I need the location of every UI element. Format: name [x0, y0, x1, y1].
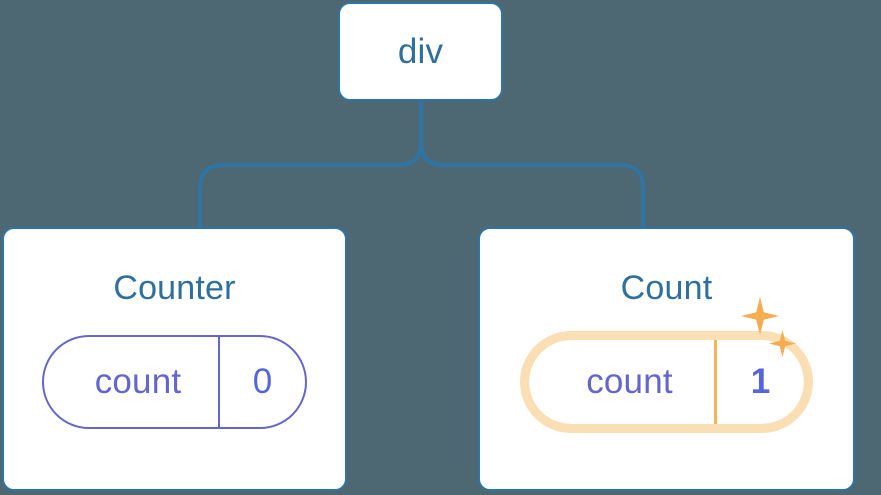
node-counter[interactable]: Counter count 0: [2, 227, 347, 491]
connector-left-branch: [198, 140, 423, 231]
connector-right-branch: [419, 99, 645, 231]
sparkle-large-icon: [741, 297, 779, 335]
node-div[interactable]: div: [338, 2, 503, 101]
node-count-title: Count: [620, 269, 713, 307]
node-counter-title: Counter: [113, 269, 236, 307]
node-count[interactable]: Count count 1: [478, 227, 855, 491]
prop-key-count: count: [94, 362, 182, 401]
prop-pill-count-highlighted[interactable]: count 1: [520, 331, 813, 433]
prop-value-count: 1: [714, 340, 804, 424]
node-div-label: div: [397, 32, 444, 71]
counter-prop-wrap: count 0: [42, 335, 307, 429]
prop-key-count: count: [586, 362, 673, 401]
prop-pill-count[interactable]: count 0: [42, 335, 307, 429]
prop-value-count: 0: [218, 337, 305, 427]
count-prop-wrap: count 1: [520, 297, 813, 433]
